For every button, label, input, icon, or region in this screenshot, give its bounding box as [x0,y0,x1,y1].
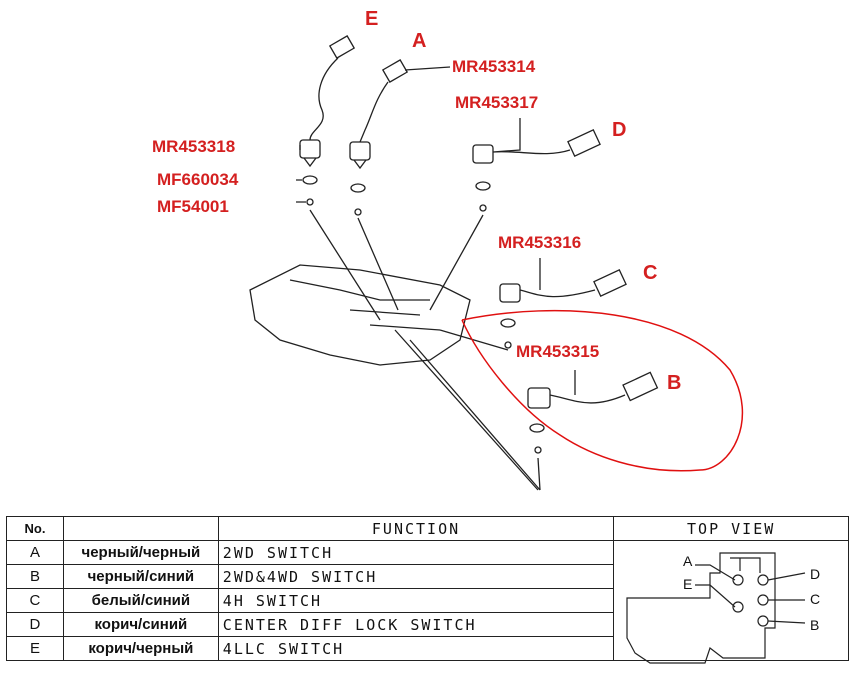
row-wire-color: белый/синий [62,588,219,613]
top-view-label-c: C [810,591,821,607]
label-e: E [365,8,379,30]
row-function: 2WD SWITCH [217,540,615,565]
leader-lines [309,209,541,491]
label-a: A [412,30,427,52]
part-number-mr453314: MR453314 [452,57,536,76]
part-number-mr453315: MR453315 [516,342,600,361]
header-function: FUNCTION [217,516,615,541]
table-row: B черный/синий 2WD&4WD SWITCH [6,564,849,589]
row-function: CENTER DIFF LOCK SWITCH [217,612,615,637]
row-wire-color: корич/синий [62,612,219,637]
sensor-c [499,258,627,303]
header-no: No. [6,516,64,541]
part-number-mf660034: MF660034 [157,170,239,189]
table-row: D корич/синий CENTER DIFF LOCK SWITCH [6,612,849,637]
row-function: 4LLC SWITCH [217,636,615,661]
part-number-mf54001: MF54001 [157,197,229,216]
table-row: C белый/синий 4H SWITCH [6,588,849,613]
row-no: D [6,612,64,637]
sensor-a [349,59,451,170]
row-wire-color: черный/черный [62,540,219,565]
row-no: A [6,540,64,565]
top-view-label-a: A [683,553,693,569]
row-no: E [6,636,64,661]
part-number-mr453316: MR453316 [498,233,582,252]
sensor-b [527,370,659,409]
exploded-view-drawing [249,35,744,491]
header-top-view: TOP VIEW [613,516,849,541]
row-no: C [6,588,64,613]
row-wire-color: корич/черный [62,636,219,661]
o-rings [296,145,545,454]
row-no: B [6,564,64,589]
part-number-mr453318: MR453318 [152,137,236,156]
sensor-d [472,118,601,164]
row-wire-color: черный/синий [62,564,219,589]
red-circle-annotation [461,309,744,472]
sensor-e [299,35,356,168]
header-color [62,516,219,541]
row-function: 4H SWITCH [217,588,615,613]
row-function: 2WD&4WD SWITCH [217,564,615,589]
top-view-label-e: E [683,576,693,592]
top-view-drawing [626,552,806,664]
top-view-label-d: D [810,566,821,582]
top-view-cell [613,540,849,661]
table-row: A черный/черный 2WD SWITCH [6,540,849,661]
top-view-label-b: B [810,617,820,633]
label-c: C [643,262,658,284]
transfer-case-housing [249,264,471,366]
table-header: No. FUNCTION TOP VIEW [6,516,849,541]
switch-function-table: No. FUNCTION TOP VIEW A черный/черный 2W… [6,516,849,661]
part-number-mr453317: MR453317 [455,93,539,112]
label-b: B [667,372,682,394]
label-d: D [612,119,627,141]
table-row: E корич/черный 4LLC SWITCH [6,636,849,661]
